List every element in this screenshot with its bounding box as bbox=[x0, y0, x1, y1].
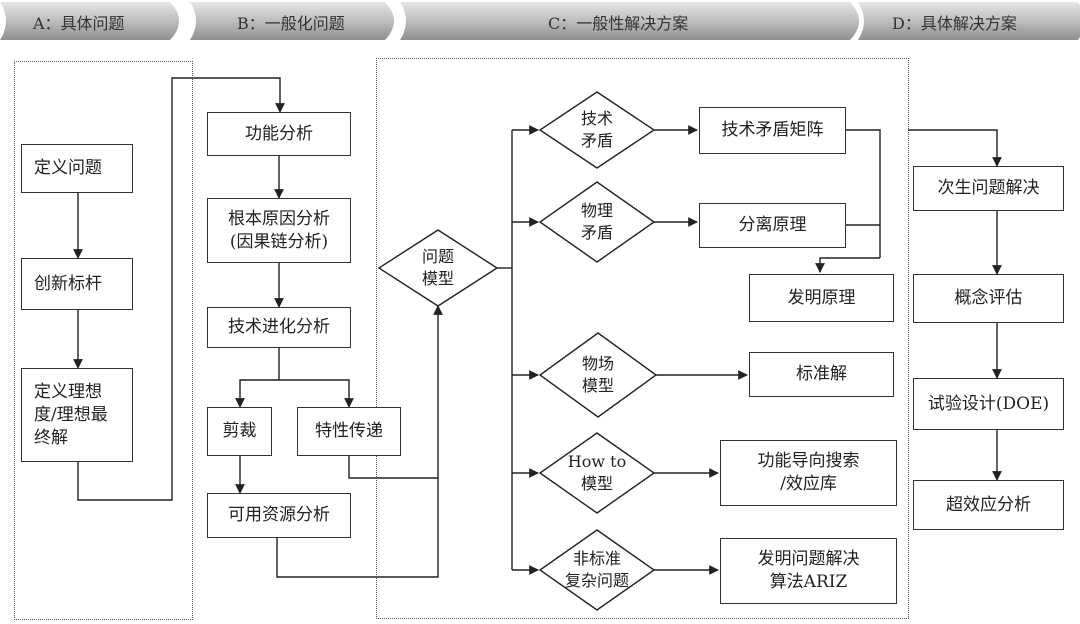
function-analysis-label: 功能分析 bbox=[245, 123, 313, 144]
contradiction-matrix-label: 技术矛盾矩阵 bbox=[721, 120, 824, 140]
trimming-label: 剪裁 bbox=[222, 421, 257, 441]
benchmark-label: 创新标杆 bbox=[34, 273, 102, 294]
region-a-boundary bbox=[14, 61, 193, 620]
evolution-analysis-box: 技术进化分析 bbox=[207, 307, 351, 348]
separation-principles-label: 分离原理 bbox=[738, 215, 807, 235]
phase-b-label: B：一般化问题 bbox=[237, 14, 345, 33]
contradiction-matrix-box: 技术矛盾矩阵 bbox=[699, 107, 846, 154]
ariz-box: 发明问题解决 算法ARIZ bbox=[720, 538, 897, 604]
resource-analysis-label: 可用资源分析 bbox=[228, 505, 330, 525]
function-analysis-box: 功能分析 bbox=[207, 112, 351, 156]
secondary-problem-label: 次生问题解决 bbox=[937, 178, 1040, 198]
phase-d-banner bbox=[858, 2, 1080, 40]
feature-transfer-box: 特性传递 bbox=[297, 407, 401, 456]
howto-diamond bbox=[538, 432, 656, 514]
standard-solutions-box: 标准解 bbox=[749, 352, 894, 397]
phase-d-label: D：具体解决方案 bbox=[892, 14, 1017, 33]
region-c-boundary bbox=[376, 58, 909, 619]
phase-a-label: A：具体问题 bbox=[33, 14, 125, 33]
phys-contradiction-diamond bbox=[538, 181, 656, 263]
concept-evaluation-box: 概念评估 bbox=[913, 274, 1064, 323]
resource-analysis-box: 可用资源分析 bbox=[207, 493, 351, 538]
doe-label: 试验设计(DOE) bbox=[927, 393, 1050, 414]
inventive-principles-label: 发明原理 bbox=[787, 287, 856, 308]
evolution-analysis-label: 技术进化分析 bbox=[228, 317, 330, 337]
feature-transfer-label: 特性传递 bbox=[315, 421, 383, 441]
standard-solutions-label: 标准解 bbox=[796, 364, 847, 384]
function-search-label: 功能导向搜索 /效应库 bbox=[757, 451, 860, 494]
concept-evaluation-label: 概念评估 bbox=[954, 288, 1023, 308]
phase-a-banner bbox=[0, 2, 179, 40]
super-effect-box: 超效应分析 bbox=[913, 480, 1064, 530]
function-search-box: 功能导向搜索 /效应库 bbox=[720, 440, 897, 506]
secondary-problem-box: 次生问题解决 bbox=[913, 166, 1064, 211]
inventive-principles-box: 发明原理 bbox=[749, 274, 894, 322]
nonstandard-diamond bbox=[538, 529, 656, 611]
phys-contradiction-label: 物理 矛盾 bbox=[580, 201, 613, 242]
ariz-label: 发明问题解决 算法ARIZ bbox=[757, 549, 860, 592]
super-effect-label: 超效应分析 bbox=[946, 494, 1031, 515]
doe-box: 试验设计(DOE) bbox=[913, 378, 1064, 430]
tech-contradiction-diamond bbox=[538, 91, 656, 169]
phase-b-banner bbox=[190, 2, 394, 40]
root-cause-label: 根本原因分析 (因果链分析) bbox=[228, 208, 330, 252]
howto-label: How to 模型 bbox=[567, 452, 627, 493]
problem-model-label: 问题 模型 bbox=[421, 247, 454, 288]
nonstandard-label: 非标准 复杂问题 bbox=[564, 549, 629, 590]
phase-banners bbox=[0, 2, 1080, 40]
phase-c-banner bbox=[400, 2, 859, 40]
root-cause-box: 根本原因分析 (因果链分析) bbox=[207, 198, 351, 263]
ideal-final-result-label: 定义理想 度/理想最 终解 bbox=[34, 381, 108, 448]
separation-principles-box: 分离原理 bbox=[699, 203, 846, 248]
phase-c-label: C：一般性解决方案 bbox=[548, 14, 689, 33]
trimming-box: 剪裁 bbox=[207, 407, 272, 456]
problem-model-diamond bbox=[377, 229, 499, 307]
su-field-label: 物场 模型 bbox=[581, 354, 614, 395]
define-problem-box: 定义问题 bbox=[21, 144, 133, 193]
benchmark-box: 创新标杆 bbox=[21, 258, 133, 310]
tech-contradiction-label: 技术 矛盾 bbox=[580, 109, 613, 150]
su-field-diamond bbox=[538, 332, 658, 418]
ideal-final-result-box: 定义理想 度/理想最 终解 bbox=[21, 368, 133, 462]
define-problem-label: 定义问题 bbox=[34, 158, 102, 178]
